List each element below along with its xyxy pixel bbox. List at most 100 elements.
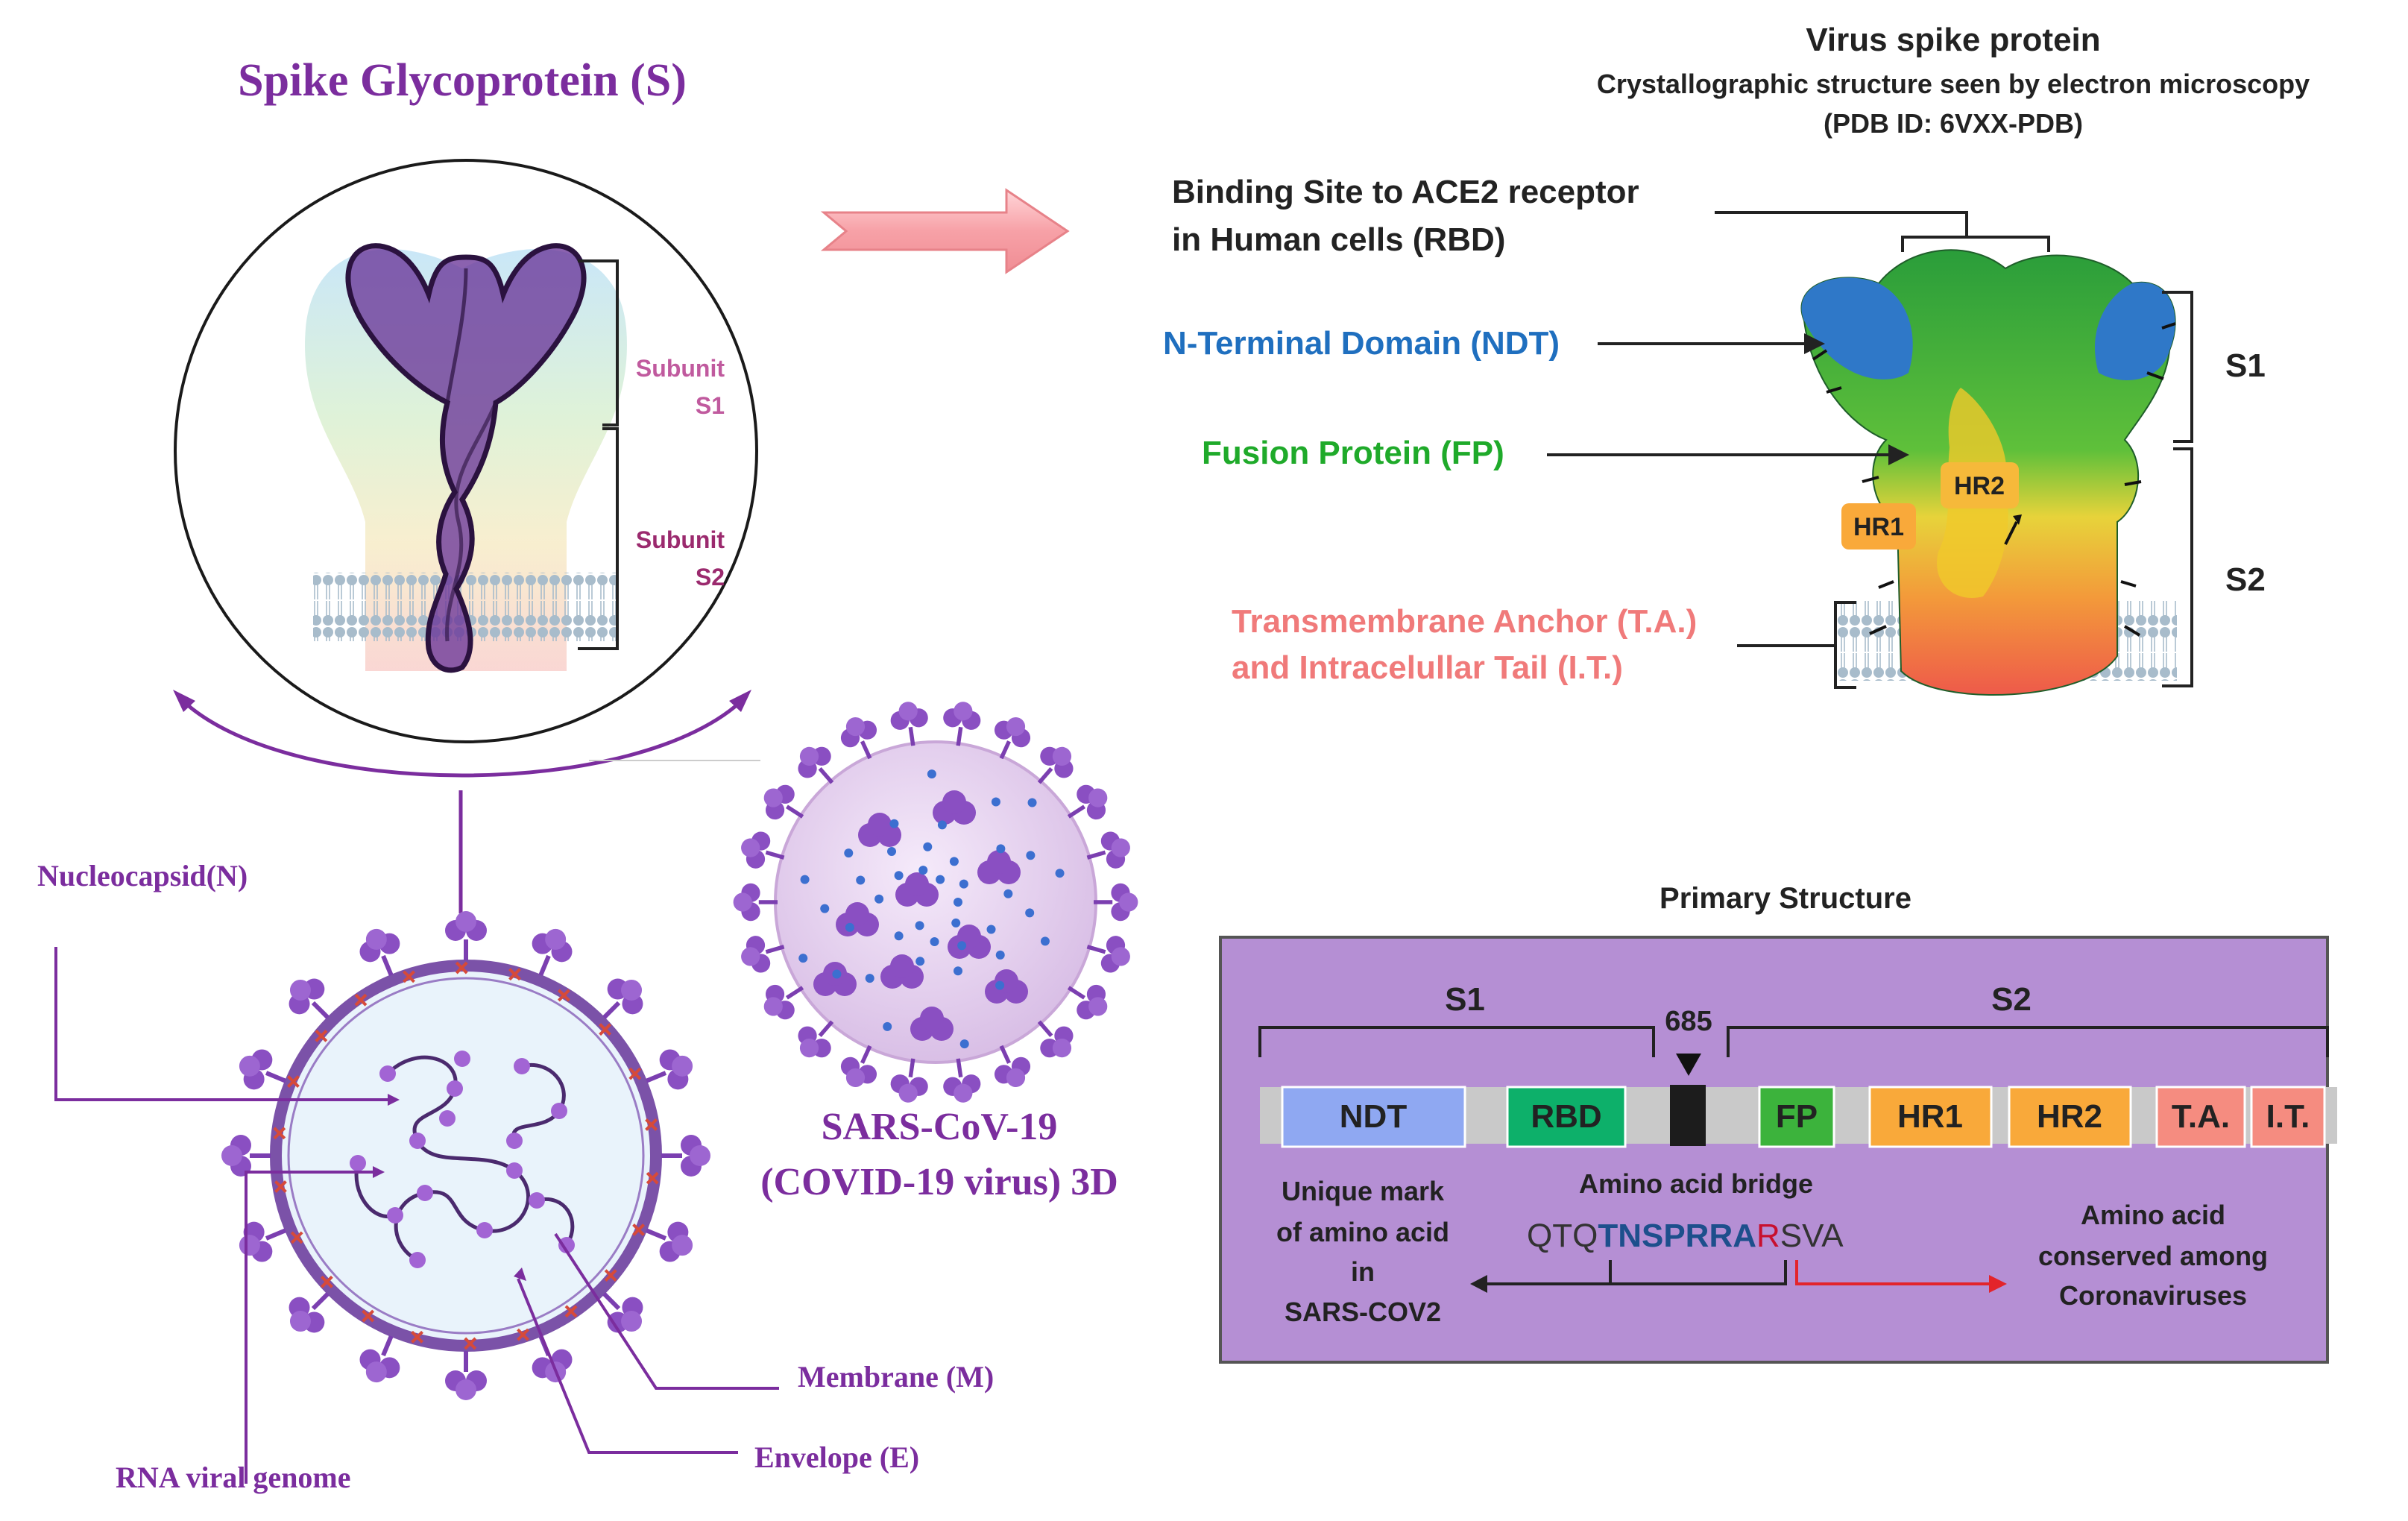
label-membrane: Membrane (M) [798,1360,994,1394]
ntd-right [2095,282,2175,380]
spike-header-pdb: (PDB ID: 6VXX-PDB) [1824,108,2083,139]
spike-bracket-s2 [2162,447,2193,687]
sars-label-line2: (COVID-19 virus) 3D [760,1161,1118,1203]
ta-label-line2: and Intracelullar Tail (I.T.) [1232,649,1623,686]
envelope-protein-mark [557,989,570,1002]
domain-rbd-label: RBD [1531,1098,1601,1135]
virus3d-dot [1025,908,1035,918]
envelope-protein-mark [628,1067,642,1080]
ntd-label: N-Terminal Domain (NDT) [1163,325,1560,362]
rna-bead [409,1133,426,1149]
spike-3d-structure [1800,249,2177,696]
virus3d-dot [1040,936,1050,946]
domain-ndt-label: NDT [1340,1098,1408,1135]
subunit-s2-line1: Subunit [636,526,725,553]
domain-it-label: I.T. [2266,1098,2310,1135]
seq-pre: QTQ [1527,1218,1598,1254]
hr1-box [1841,503,1916,549]
seq-post: SVA [1780,1218,1844,1254]
domain-fp-label: FP [1776,1098,1818,1135]
virus3d-dot [874,894,884,904]
virus3d-dot [954,966,963,976]
label-rna: RNA viral genome [116,1461,351,1494]
primary-s1-label: S1 [1445,981,1485,1018]
unique-mark-line3: in [1351,1256,1375,1287]
rna-bead [551,1103,567,1119]
envelope-line [517,1278,738,1454]
virus3d-dot [936,875,945,884]
virus3d-dot [927,769,936,779]
virus3d-dot [949,857,959,866]
subunit-s1-line2: S1 [696,392,725,419]
rna-bead [439,1110,456,1127]
envelope-protein-mark [273,1127,286,1140]
virus3d-dot [889,819,899,828]
spike-header-title: Virus spike protein [1806,22,2100,58]
rna-bead [514,1058,530,1074]
virus3d-dot [930,936,939,946]
virus3d-dot [832,969,842,979]
envelope-protein-mark [632,1224,645,1236]
spike-s1-label: S1 [2225,347,2266,384]
envelope-protein-mark [517,1328,529,1341]
virus3d-face-spike [987,850,1011,874]
site-685-marker [1676,1054,1701,1076]
bridge-label: Amino acid bridge [1579,1168,1813,1199]
virus3d-face-spike [920,1007,944,1030]
pink-arrow [820,188,1070,274]
spike-header-subtitle: Crystallographic structure seen by elect… [1597,69,2310,99]
virus3d-dot [1055,869,1065,878]
unique-mark-line4: SARS-COV2 [1285,1297,1441,1327]
envelope-protein-mark [604,1269,617,1282]
binding-label-line1: Binding Site to ACE2 receptor [1172,174,1639,210]
ta-bracket [1834,601,1856,689]
virus3d-dot [957,941,967,951]
virus3d-dot [894,871,904,881]
virus3d-dot [986,925,996,934]
virus3d-dot [918,866,928,875]
domain-ta [2155,1086,2246,1148]
virus3d-dot [937,820,947,830]
envelope-protein-mark [599,1023,612,1036]
virus3d-dot [996,844,1006,854]
envelope-protein-mark [315,1029,328,1042]
subunit-s1-line1: Subunit [636,355,725,382]
cleavage-block [1670,1085,1706,1146]
virus-3d [734,699,1138,1105]
rna-bead [387,1207,403,1224]
virus3d-dot [951,918,961,928]
virus3d-dot [887,847,897,857]
amino-sequence: QTQTNSPRRARSVA [1527,1218,1844,1254]
virus3d-dot [995,950,1005,960]
envelope-protein-mark [403,970,415,983]
domain-hr2-label: HR2 [2037,1098,2102,1135]
domain-ndt [1281,1086,1466,1148]
closeup-bracket-s2 [578,427,619,650]
virus3d-dot [894,931,904,941]
virus3d-dot [883,1021,892,1031]
nucleocapsid-line [54,947,388,1101]
envelope-protein-mark [354,993,368,1007]
hr2-label: HR2 [1954,472,2005,500]
ntd-left [1801,277,1913,380]
envelope-protein-mark [646,1171,659,1185]
virus3d-dot [1027,798,1037,807]
virus-surface-spike [445,1351,487,1400]
virus3d-dot [1026,851,1036,860]
spike-bracket-s1 [2162,291,2193,443]
rna-line [245,1171,373,1484]
rna-bead [506,1133,523,1149]
virus3d-dot [800,875,810,884]
virus3d-dot [923,842,933,851]
binding-leader [1715,211,1968,237]
rna-bead [529,1192,545,1209]
rna-bead [379,1065,396,1082]
primary-panel [1219,936,2329,1364]
conserved-line2: conserved among [2038,1241,2268,1271]
domain-hr2 [2008,1086,2132,1148]
virus3d-rim-spike [1094,884,1138,921]
virus3d-dot [845,922,854,932]
curved-arrowhead-right [729,690,751,712]
primary-title: Primary Structure [1660,882,1911,915]
